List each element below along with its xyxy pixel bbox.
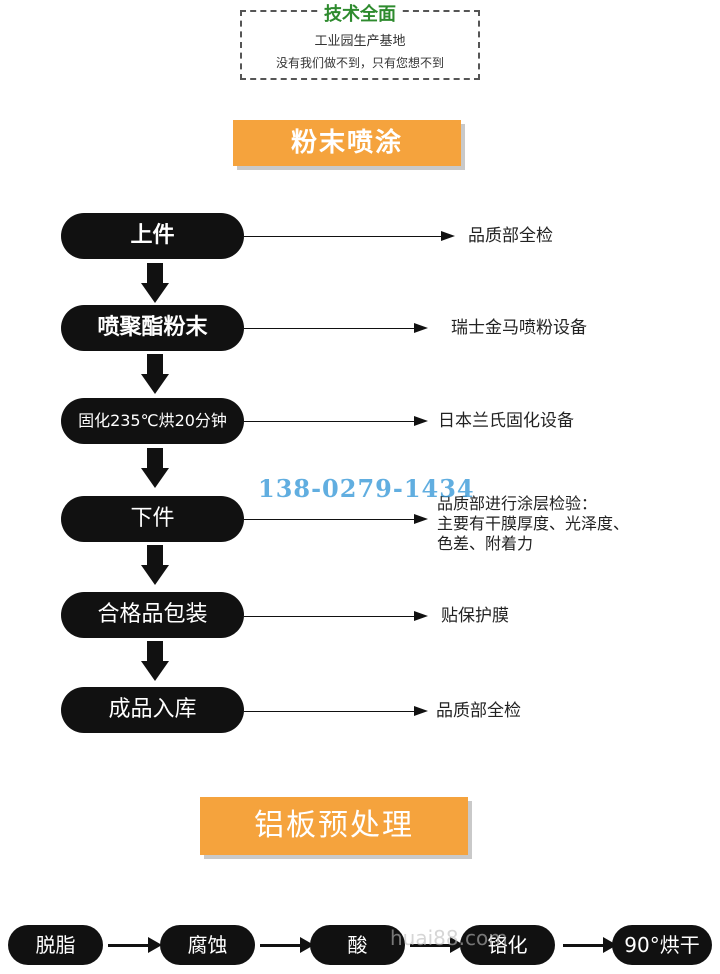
step-note: 贴保护膜 [441, 606, 509, 626]
pretreat-step-etch: 腐蚀 [160, 925, 255, 965]
connector-line [244, 421, 414, 422]
header-title: 技术全面 [240, 0, 480, 26]
arrow-right-icon [414, 514, 428, 524]
arrow-right-icon [414, 611, 428, 621]
step-note: 日本兰氏固化设备 [438, 411, 574, 431]
pretreat-step-degrease: 脱脂 [8, 925, 103, 965]
arrow-right-icon [108, 937, 162, 953]
note-line: 品质部进行涂层检验： [437, 494, 598, 513]
arrow-right-icon [260, 937, 314, 953]
arrow-right-icon [441, 231, 455, 241]
step-note: 瑞士金马喷粉设备 [451, 318, 587, 338]
step-curing: 固化235℃烘20分钟 [61, 398, 244, 444]
arrow-down-icon [141, 641, 169, 683]
connector-line [244, 236, 441, 237]
arrow-right-icon [563, 937, 617, 953]
arrow-down-icon [141, 263, 169, 305]
step-spray-powder: 喷聚酯粉末 [61, 305, 244, 351]
arrow-right-icon [414, 323, 428, 333]
note-line: 色差、附着力 [437, 534, 534, 553]
pretreat-step-acid: 酸 [310, 925, 405, 965]
note-line: 主要有干膜厚度、光泽度、 [437, 514, 630, 533]
section-title-pretreatment: 铝板预处理 [200, 797, 468, 855]
step-packaging: 合格品包装 [61, 592, 244, 638]
connector-line [244, 519, 414, 520]
step-note: 品质部全检 [436, 701, 521, 721]
arrow-down-icon [141, 545, 169, 587]
step-storage: 成品入库 [61, 687, 244, 733]
section-title-powder-coating: 粉末喷涂 [233, 120, 461, 166]
pretreat-step-chromate: 铬化 [460, 925, 555, 965]
connector-line [244, 711, 414, 712]
header-slogan: 没有我们做不到，只有您想不到 [275, 56, 444, 70]
step-note-multiline: 品质部进行涂层检验： 主要有干膜厚度、光泽度、 色差、附着力 [437, 494, 629, 554]
arrow-down-icon [141, 354, 169, 396]
arrow-down-icon [141, 448, 169, 490]
step-load: 上件 [61, 213, 244, 259]
connector-line [244, 328, 414, 329]
step-note: 品质部全检 [468, 226, 553, 246]
connector-line [244, 616, 414, 617]
pretreat-step-dry: 90°烘干 [612, 925, 712, 965]
header-subtitle: 工业园生产基地 [314, 34, 406, 49]
step-unload: 下件 [61, 496, 244, 542]
arrow-right-icon [414, 706, 428, 716]
arrow-right-icon [414, 416, 428, 426]
watermark-phone: 138-0279-1434 [258, 474, 475, 503]
watermark-text: huai88.com [390, 926, 508, 950]
